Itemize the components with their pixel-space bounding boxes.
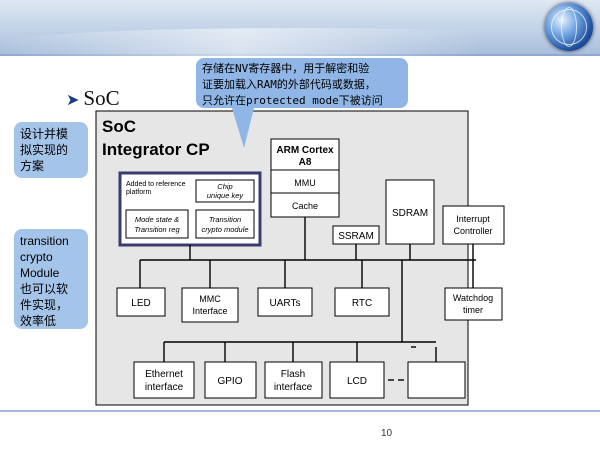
transition-crypto-block: [195, 209, 255, 239]
uarts-block: [257, 287, 313, 317]
mode-state-label-2: Transition reg: [134, 225, 180, 234]
slide-title-text: SoC: [83, 86, 120, 110]
added-label-1: Added to reference: [126, 181, 186, 188]
board-title-1: SoC: [102, 117, 136, 136]
globe-logo-icon: [545, 3, 593, 51]
ethernet-label-1: Ethernet: [145, 369, 183, 380]
side-note-design-line-3: 方案: [20, 159, 45, 173]
watchdog-label-2: timer: [463, 305, 483, 315]
side-note-transition-line-3: Module: [20, 266, 60, 280]
side-note-design: 设计并模 拟实现的 方案: [14, 122, 88, 178]
mmu-label: MMU: [294, 178, 316, 188]
lcd-block: [329, 361, 385, 399]
chip-key-label-2: unique key: [207, 191, 245, 200]
mode-state-label-1: Mode state &: [135, 215, 179, 224]
chip-key-block: [195, 179, 255, 203]
arm-cortex-block: [270, 138, 340, 218]
side-note-transition-line-4: 也可以软: [20, 282, 69, 296]
dash-connectors: [388, 346, 416, 381]
uarts-label: UARTs: [270, 298, 301, 309]
ethernet-block: [133, 361, 195, 399]
interrupt-label-2: Controller: [453, 226, 492, 236]
callout-note: 存储在NV寄存器中，用于解密和验 证要加载入RAM的外部代码或数据， 只允许在p…: [196, 58, 408, 108]
gpio-label: GPIO: [217, 376, 242, 387]
led-label: LED: [131, 298, 150, 309]
sdram-label: SDRAM: [392, 208, 428, 219]
side-note-design-line-1: 设计并模: [20, 127, 69, 141]
side-note-transition-line-2: crypto: [20, 250, 53, 264]
ethernet-label-2: interface: [145, 382, 184, 393]
page-number: 10: [381, 428, 393, 439]
side-note-transition-line-6: 效率低: [20, 314, 57, 328]
flash-block: [264, 361, 323, 399]
header-swoosh: [0, 28, 600, 58]
callout-line-1: 存储在NV寄存器中，用于解密和验: [202, 62, 370, 75]
ssram-label: SSRAM: [338, 231, 374, 242]
sdram-block: [385, 179, 435, 245]
mode-state-block: [125, 209, 189, 239]
cache-label: Cache: [292, 201, 318, 211]
empty-peripheral-block: [407, 361, 466, 399]
callout-line-2: 证要加载入RAM的外部代码或数据，: [202, 78, 376, 91]
transition-crypto-label-1: Transition: [209, 215, 241, 224]
flash-label-2: interface: [274, 382, 313, 393]
watchdog-label-1: Watchdog: [453, 293, 493, 303]
bullet-arrow-icon: ➤: [66, 92, 80, 109]
side-note-transition-line-5: 件实现，: [20, 298, 69, 312]
gpio-block: [204, 361, 257, 399]
mmc-label-2: Interface: [192, 306, 227, 316]
footer-divider: [0, 410, 600, 412]
chip-key-label-1: Chip: [217, 182, 232, 191]
slide-header: [0, 0, 600, 58]
callout-pointer-overlay: [232, 108, 254, 148]
flash-label-1: Flash: [281, 369, 305, 380]
led-block: [116, 287, 166, 317]
arm-label-1: ARM Cortex: [276, 145, 334, 156]
rtc-block: [334, 287, 390, 317]
callout-line-3: 只允许在protected mode下被访问: [202, 94, 383, 107]
transition-crypto-label-2: crypto module: [201, 225, 248, 234]
lcd-label: LCD: [347, 376, 367, 387]
arm-label-2: A8: [299, 157, 312, 168]
board-title-2: Integrator CP: [102, 140, 210, 159]
mmc-label-1: MMC: [199, 294, 221, 304]
slide-title: ➤SoC: [66, 86, 120, 111]
side-note-design-line-2: 拟实现的: [20, 143, 69, 157]
side-note-transition-line-1: transition: [20, 234, 69, 248]
mmc-block: [181, 287, 239, 323]
interrupt-label-1: Interrupt: [456, 214, 490, 224]
bus-lines: [139, 217, 476, 362]
added-label-2: platform: [126, 189, 151, 196]
watchdog-block: [444, 287, 503, 321]
interrupt-controller-block: [442, 205, 505, 245]
rtc-label: RTC: [352, 298, 372, 309]
side-note-transition: transition crypto Module 也可以软 件实现， 效率低: [14, 229, 88, 329]
